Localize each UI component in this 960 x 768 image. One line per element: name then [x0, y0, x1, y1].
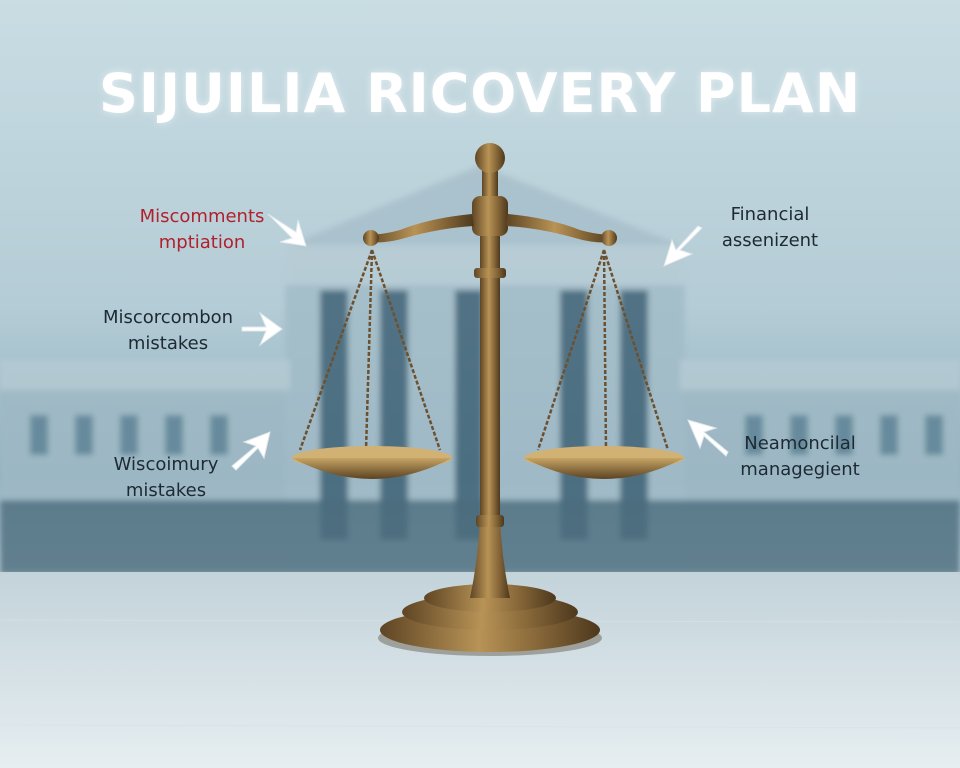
label-top-left-line-1: Miscomments	[139, 206, 265, 227]
arrow-icon	[663, 225, 703, 267]
arrow-icon	[231, 431, 271, 471]
label-top-left-line-2: mptiation	[158, 232, 246, 253]
label-top-right: Financial assenizent	[700, 202, 840, 254]
label-top-right-line-1: Financial	[730, 204, 810, 225]
page-title: SIJUILIA RICOVERY PLAN	[98, 62, 862, 125]
arrow-icon	[241, 311, 283, 347]
label-bottom-right-line-2: managegient	[740, 459, 860, 480]
scale-of-justice-icon	[292, 143, 684, 656]
arrow-icon	[687, 419, 729, 457]
label-bottom-left-line-2: mistakes	[125, 480, 207, 501]
arrow-icon	[267, 213, 307, 247]
label-mid-left-line-2: mistakes	[127, 333, 209, 354]
label-mid-left-line-1: Miscorcombon	[102, 307, 234, 328]
label-bottom-left: Wiscoimury mistakes	[86, 452, 246, 504]
label-top-right-line-2: assenizent	[721, 230, 819, 251]
label-bottom-right: Neamoncilal managegient	[720, 431, 880, 483]
label-mid-left: Miscorcombon mistakes	[88, 305, 248, 357]
label-bottom-right-line-1: Neamoncilal	[744, 433, 856, 454]
label-top-left: Miscomments mptiation	[122, 204, 282, 256]
label-bottom-left-line-1: Wiscoimury	[113, 454, 219, 475]
